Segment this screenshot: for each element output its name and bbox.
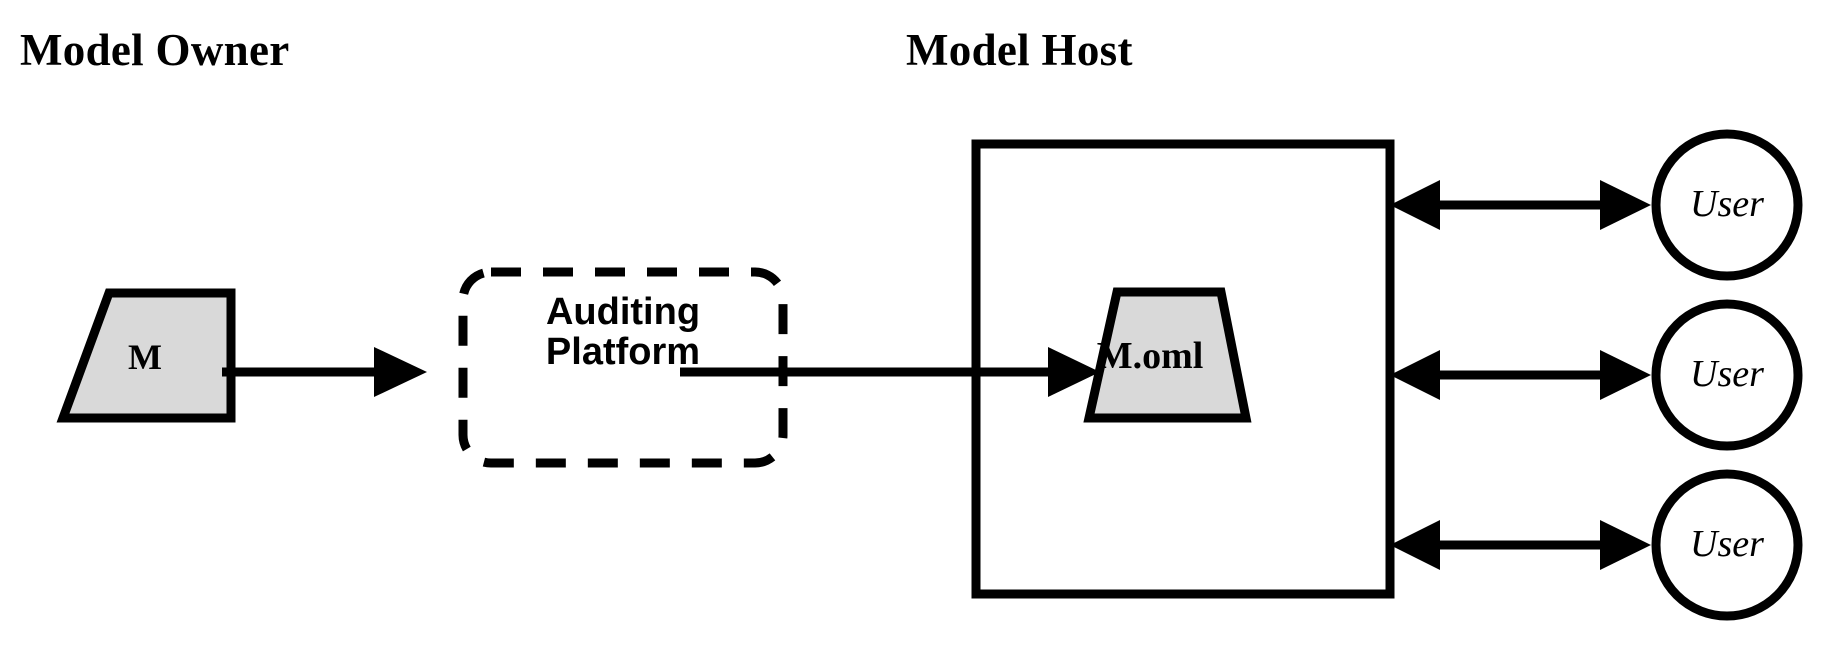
arrow-host-to-user-2	[1390, 520, 1651, 570]
user-circle-2	[1651, 469, 1803, 621]
model-host-title: Model Host	[906, 25, 1133, 75]
arrow-host-to-user-1	[1390, 350, 1651, 400]
model-owner-title: Model Owner	[20, 25, 290, 75]
arrow-auditing-to-hosted-model	[680, 347, 1100, 397]
arrow-model-to-auditing	[222, 347, 427, 397]
user-circle-0	[1651, 129, 1803, 281]
hosted-model-trapezoid	[1083, 287, 1252, 423]
arrow-host-to-user-0	[1390, 180, 1651, 230]
user-circle-1	[1651, 299, 1803, 451]
model-owner-trapezoid	[56, 288, 236, 423]
model-host-boundary	[971, 139, 1395, 599]
